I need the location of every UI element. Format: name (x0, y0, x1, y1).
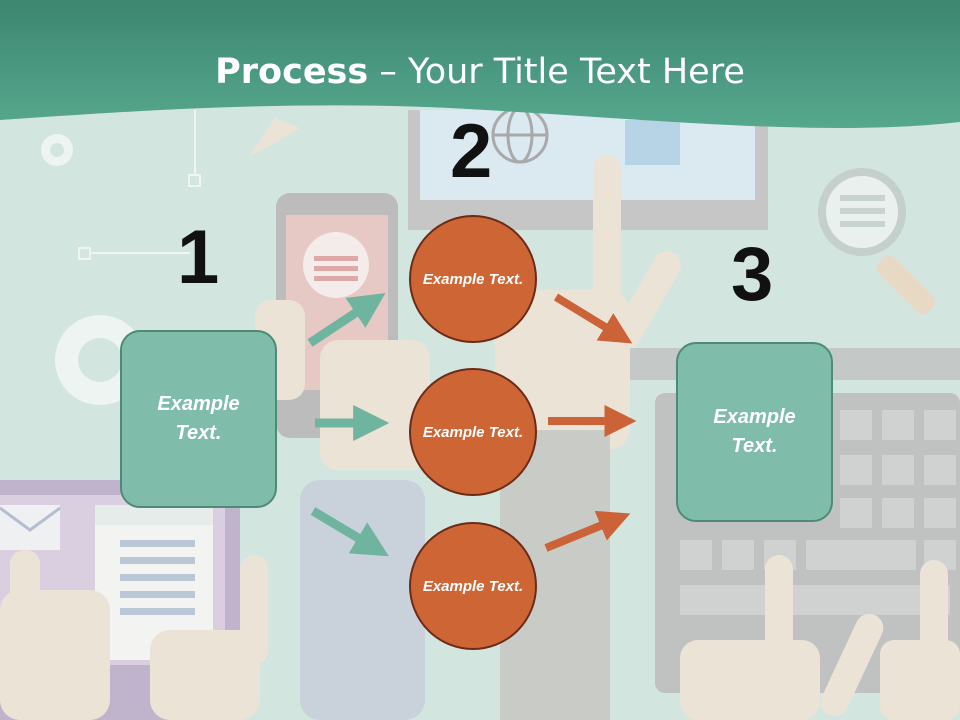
magnifier-icon (818, 168, 936, 315)
arrow-orange-up (544, 510, 631, 552)
process-circle-top-text: Example Text. (422, 270, 524, 288)
process-circle-top: Example Text. (409, 215, 537, 343)
process-box-right: Example Text. (676, 342, 833, 522)
step-number-2: 2 (450, 109, 493, 194)
arrow-green-down (310, 507, 389, 557)
monitor-illustration (408, 106, 768, 230)
title-rest: – Your Title Text Here (368, 52, 745, 92)
step-number-1: 1 (177, 215, 220, 300)
slide-title: Process – Your Title Text Here (0, 52, 960, 92)
process-circle-bottom: Example Text. (409, 522, 537, 650)
step-number-3: 3 (731, 232, 774, 317)
header-banner (0, 0, 960, 128)
process-circle-middle: Example Text. (409, 368, 537, 496)
phone-illustration (276, 193, 398, 438)
process-circle-bottom-text: Example Text. (422, 577, 524, 595)
process-box-right-text: Example Text. (713, 406, 796, 457)
connector-lines (78, 110, 201, 260)
process-box-left: Example Text. (120, 330, 277, 508)
sleeve-illustration (300, 480, 425, 720)
process-circle-middle-text: Example Text. (422, 423, 524, 441)
title-bold: Process (215, 52, 369, 92)
pencil-icon (250, 118, 300, 155)
laptop-left-illustration (0, 480, 240, 720)
hand-right-illustration (680, 555, 960, 720)
process-box-left-text: Example Text. (157, 393, 240, 444)
arrow-orange-down (553, 293, 633, 344)
arrow-green-up (307, 293, 386, 347)
hand-left-illustration (0, 550, 268, 720)
